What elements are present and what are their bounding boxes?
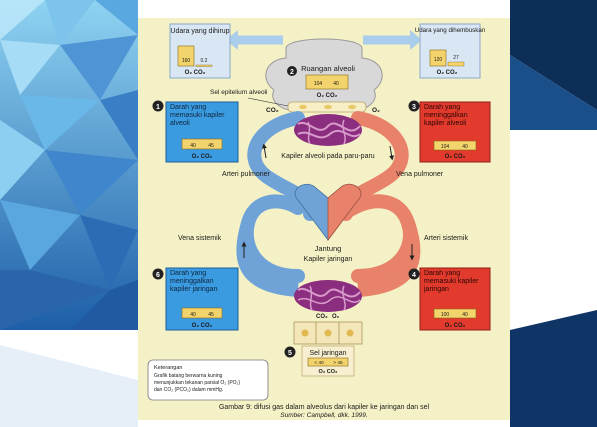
right-shapes [510, 0, 597, 427]
exhaled-o2-value: 120 [434, 57, 443, 63]
panel-4-gas-labels: O₂ CO₂ [445, 323, 466, 329]
exhaled-air-box: Udara yang dihembuskan 120 27 O₂ CO₂ [415, 24, 486, 78]
panel-6-o2-value: 40 [190, 312, 196, 318]
heart-label: Jantung [315, 244, 342, 253]
step-4-number: 4 [412, 272, 416, 279]
step-5-number: 5 [288, 350, 292, 357]
panel-3-gas-labels: O₂ CO₂ [445, 154, 466, 160]
step-3-number: 3 [412, 104, 416, 111]
pulmonary-vein-label: Vena pulmoner [396, 171, 444, 178]
step-2-number: 2 [290, 69, 294, 76]
panel-3-o2-value: 104 [441, 144, 450, 150]
panel-4-o2-value: 100 [441, 312, 450, 318]
lung-o2-label: O₂ [372, 107, 380, 114]
panel-4: 4 Darah yang memasuki kapiler jaringan 1… [409, 268, 491, 330]
panel-3-co2-value: 40 [462, 144, 468, 150]
tissue-co2-label: CO₂ [316, 314, 328, 320]
inhaled-title: Udara yang dihirup [170, 28, 229, 35]
panel-4-co2-value: 40 [462, 312, 468, 318]
figure-caption: Gambar 9: difusi gas dalam alveolus dari… [219, 404, 430, 411]
pulmonary-artery-label: Arteri pulmoner [222, 171, 271, 178]
systemic-vein-label: Vena sistemik [178, 235, 222, 242]
figure-source: Sumber: Campbell, dkk. 1999. [280, 412, 368, 419]
inhaled-air-box: Udara yang dihirup 160 0.2 O₂ CO₂ [170, 24, 230, 78]
panel-1-gas-labels: O₂ CO₂ [192, 154, 213, 160]
panel-6-gas-labels: O₂ CO₂ [192, 323, 213, 329]
alveolar-co2-value: 40 [333, 81, 339, 87]
legend-line-3: dan CO₂ (PCO₂) dalam mmHg. [154, 387, 223, 393]
panel-1: 1 Darah yang memasuki kapiler alveoli 40… [153, 101, 239, 163]
panel-3: 3 Darah yang meninggalkan kapiler alveol… [409, 101, 491, 163]
inhaled-co2-value: 0.2 [201, 58, 208, 64]
alveolar-gas-labels: O₂ CO₂ [317, 93, 338, 99]
panel-1-o2-value: 40 [190, 143, 196, 149]
inhaled-gas-labels: O₂ CO₂ [185, 70, 206, 76]
inhaled-o2-value: 160 [182, 58, 191, 64]
tissue-cells-title: Sel jaringan [310, 350, 347, 357]
systemic-artery-label: Arteri sistemik [424, 235, 468, 242]
exhaled-title: Udara yang dihembuskan [415, 27, 486, 34]
panel-6: 6 Darah yang meninggalkan kapiler jaring… [153, 268, 239, 330]
tissue-o2-value: < 40 [314, 360, 324, 366]
tissue-co2-value: > 45 [333, 360, 343, 366]
legend-line-2: menunjukkan tekanan parsial O₂ (PO₂) [154, 380, 240, 386]
panel-6-co2-value: 45 [208, 312, 214, 318]
alveolar-o2-value: 104 [314, 81, 323, 87]
alveolar-space-title: Ruangan alveoli [301, 64, 355, 73]
epithelium-label: Sel epitelium alveoli [210, 89, 267, 96]
tissue-capillary-network: Kapiler jaringan CO₂ O₂ [294, 256, 362, 320]
tissue-gas-labels: O₂ CO₂ [319, 369, 339, 375]
panel-4-text: Darah yang memasuki kapiler jaringan [424, 270, 486, 294]
step-6-number: 6 [156, 272, 160, 279]
exhaled-gas-labels: O₂ CO₂ [437, 70, 458, 76]
left-mosaic [0, 0, 138, 427]
alveolar-space: 2 Ruangan alveoli 104 40 O₂ CO₂ [266, 39, 382, 110]
legend-heading: Keterangan [154, 365, 182, 371]
lung-capillary-label: Kapiler alveoli pada paru-paru [281, 153, 374, 160]
panel-1-text: Darah yang memasuki kapiler alveoli [170, 104, 234, 128]
panel-6-text: Darah yang meninggalkan kapiler jaringan [170, 270, 234, 294]
panel-3-text: Darah yang meninggalkan kapiler alveoli [424, 104, 486, 128]
tissue-cells: 5 Sel jaringan < 40 > 45 O₂ CO₂ [285, 322, 363, 376]
gas-exchange-diagram: Udara yang dihirup 160 0.2 O₂ CO₂ Udara … [138, 18, 510, 420]
lung-co2-label: CO₂ [266, 107, 279, 114]
legend-line-1: Grafik batang berwarna kuning [154, 373, 223, 379]
exhaled-co2-value: 27 [453, 55, 459, 61]
panel-1-co2-value: 45 [208, 143, 214, 149]
tissue-o2-label: O₂ [332, 314, 340, 320]
tissue-capillary-label: Kapiler jaringan [304, 256, 353, 263]
legend-box: Keterangan Grafik batang berwarna kuning… [148, 360, 268, 400]
step-1-number: 1 [156, 104, 160, 111]
